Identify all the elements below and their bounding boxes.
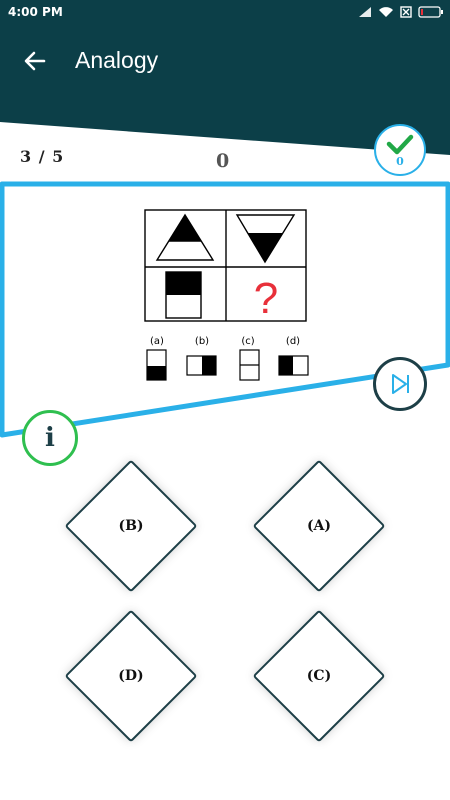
status-time: 4:00 PM xyxy=(8,5,63,19)
option-label: (A) xyxy=(306,518,332,534)
header-background xyxy=(0,0,450,155)
check-answer-button[interactable]: 0 xyxy=(374,124,426,176)
choice-label-a: (a) xyxy=(150,336,164,347)
option-label: (C) xyxy=(306,668,332,684)
choice-label-b: (b) xyxy=(195,336,209,347)
battery-icon xyxy=(418,6,443,18)
answer-option-c[interactable]: (C) xyxy=(252,609,386,743)
choice-label-c: (c) xyxy=(241,336,254,347)
page-title: Analogy xyxy=(75,47,159,73)
skip-next-icon xyxy=(392,374,409,394)
option-label: (D) xyxy=(118,668,144,684)
choice-label-d: (d) xyxy=(286,336,300,347)
choice-figure-b xyxy=(186,355,217,376)
arrow-left-icon xyxy=(24,51,46,71)
signal-icon xyxy=(359,7,371,17)
answer-option-b[interactable]: (B) xyxy=(64,459,198,593)
option-label: (B) xyxy=(118,518,144,534)
wifi-icon xyxy=(379,7,393,17)
back-button[interactable] xyxy=(18,44,52,78)
info-icon: i xyxy=(45,423,55,453)
missing-figure-question-mark: ? xyxy=(254,274,278,323)
choice-figure-a xyxy=(146,349,167,381)
puzzle-figure xyxy=(144,209,307,322)
choice-figure-d xyxy=(278,355,309,376)
answer-option-a[interactable]: (A) xyxy=(252,459,386,593)
correct-count: 0 xyxy=(396,155,404,168)
skip-question-button[interactable] xyxy=(373,357,427,411)
square-split-shape xyxy=(165,271,202,319)
info-button[interactable]: i xyxy=(22,410,78,466)
checkmark-icon xyxy=(386,134,414,155)
score-value: 0 xyxy=(216,150,230,172)
answer-option-d[interactable]: (D) xyxy=(64,609,198,743)
sim-disabled-icon xyxy=(400,6,412,18)
triangle-down-shape xyxy=(235,214,296,264)
question-progress: 3 / 5 xyxy=(20,147,65,166)
triangle-up-shape xyxy=(155,213,215,261)
choice-figure-c xyxy=(239,349,260,381)
status-bar: 4:00 PM xyxy=(0,0,450,24)
question-panel: ? (a) (b) (c) (d) xyxy=(0,181,450,438)
